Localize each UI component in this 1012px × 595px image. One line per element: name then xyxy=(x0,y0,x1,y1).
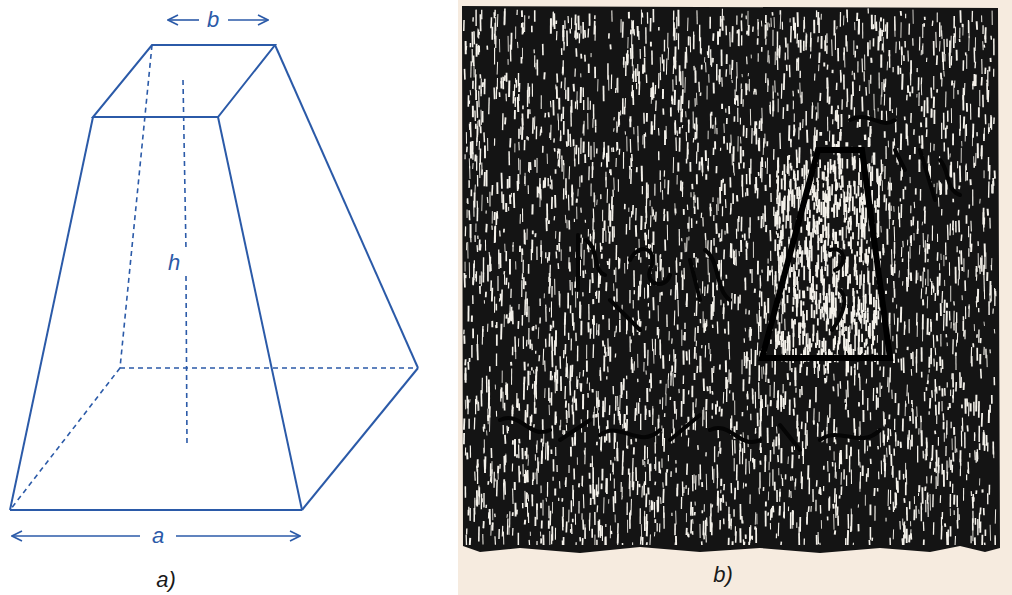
edge xyxy=(302,368,418,510)
fibre xyxy=(887,61,888,70)
hidden-edge xyxy=(10,368,120,510)
axis-line xyxy=(186,276,187,445)
edge xyxy=(218,117,302,510)
top-face xyxy=(93,45,275,117)
hidden-edge xyxy=(120,45,152,368)
edge xyxy=(10,117,93,510)
frustum-drawing xyxy=(10,20,418,536)
axis-line xyxy=(183,80,186,250)
papyrus-photo xyxy=(458,0,1012,595)
edge xyxy=(275,45,418,368)
papyrus-fragment xyxy=(462,6,1000,553)
